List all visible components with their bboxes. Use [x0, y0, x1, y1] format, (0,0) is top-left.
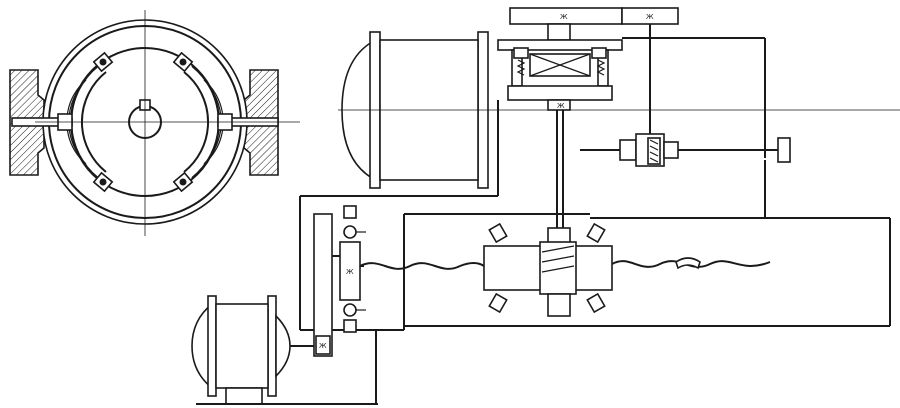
- brake-cross-section: [9, 10, 300, 236]
- indicator-knob-bottom: [343, 303, 357, 317]
- worm-thread: [647, 137, 661, 165]
- hub-lower: [547, 99, 571, 111]
- coupling-gear: [539, 241, 577, 295]
- indicator-lamp-top: [343, 205, 357, 219]
- spring-right: [596, 59, 606, 76]
- indicator-bar: [339, 241, 361, 301]
- column-base-box: [315, 335, 331, 355]
- bracket-mark: Ж: [557, 102, 565, 110]
- pivot-pins: [92, 51, 194, 193]
- small-motor-left-flange: [207, 295, 217, 397]
- top-gear-assembly: Ж Ж Ж: [497, 7, 766, 228]
- column-mark: Ж: [319, 342, 327, 350]
- worm-end-cap: [777, 137, 791, 163]
- small-motor-body: [215, 303, 269, 389]
- left-bar-mark: Ж: [346, 268, 354, 276]
- small-motor-dome: [191, 302, 213, 390]
- hub-upper: [547, 23, 571, 41]
- left-wavy-cable: [359, 262, 485, 270]
- top-left-mark: Ж: [560, 13, 568, 21]
- frame-bottom: [507, 85, 613, 101]
- indicator-lamp-bottom: [343, 319, 357, 333]
- coupling-bottom: [547, 293, 571, 317]
- lower-coupling: [359, 222, 771, 317]
- control-column: Ж Ж: [313, 205, 366, 357]
- small-motor-end: [275, 314, 291, 378]
- main-drum: [338, 31, 900, 189]
- small-motor-right-flange: [267, 295, 277, 397]
- coupling-teeth: [488, 222, 606, 314]
- worm-gear-block: [580, 133, 791, 218]
- small-motor: [191, 295, 378, 405]
- cable-clamp: [675, 257, 701, 270]
- frame-top: [497, 39, 623, 51]
- spring-left: [516, 59, 526, 76]
- small-motor-foot: [225, 387, 263, 405]
- top-right-mark: Ж: [646, 13, 654, 21]
- frame-lines: [299, 100, 891, 404]
- spring-cap-left: [513, 47, 529, 59]
- indicator-knob-top: [343, 225, 357, 239]
- worm-bearing-left: [619, 139, 637, 161]
- column-body: [313, 213, 333, 357]
- worm-bearing-right: [663, 141, 679, 159]
- spring-cap-right: [591, 47, 607, 59]
